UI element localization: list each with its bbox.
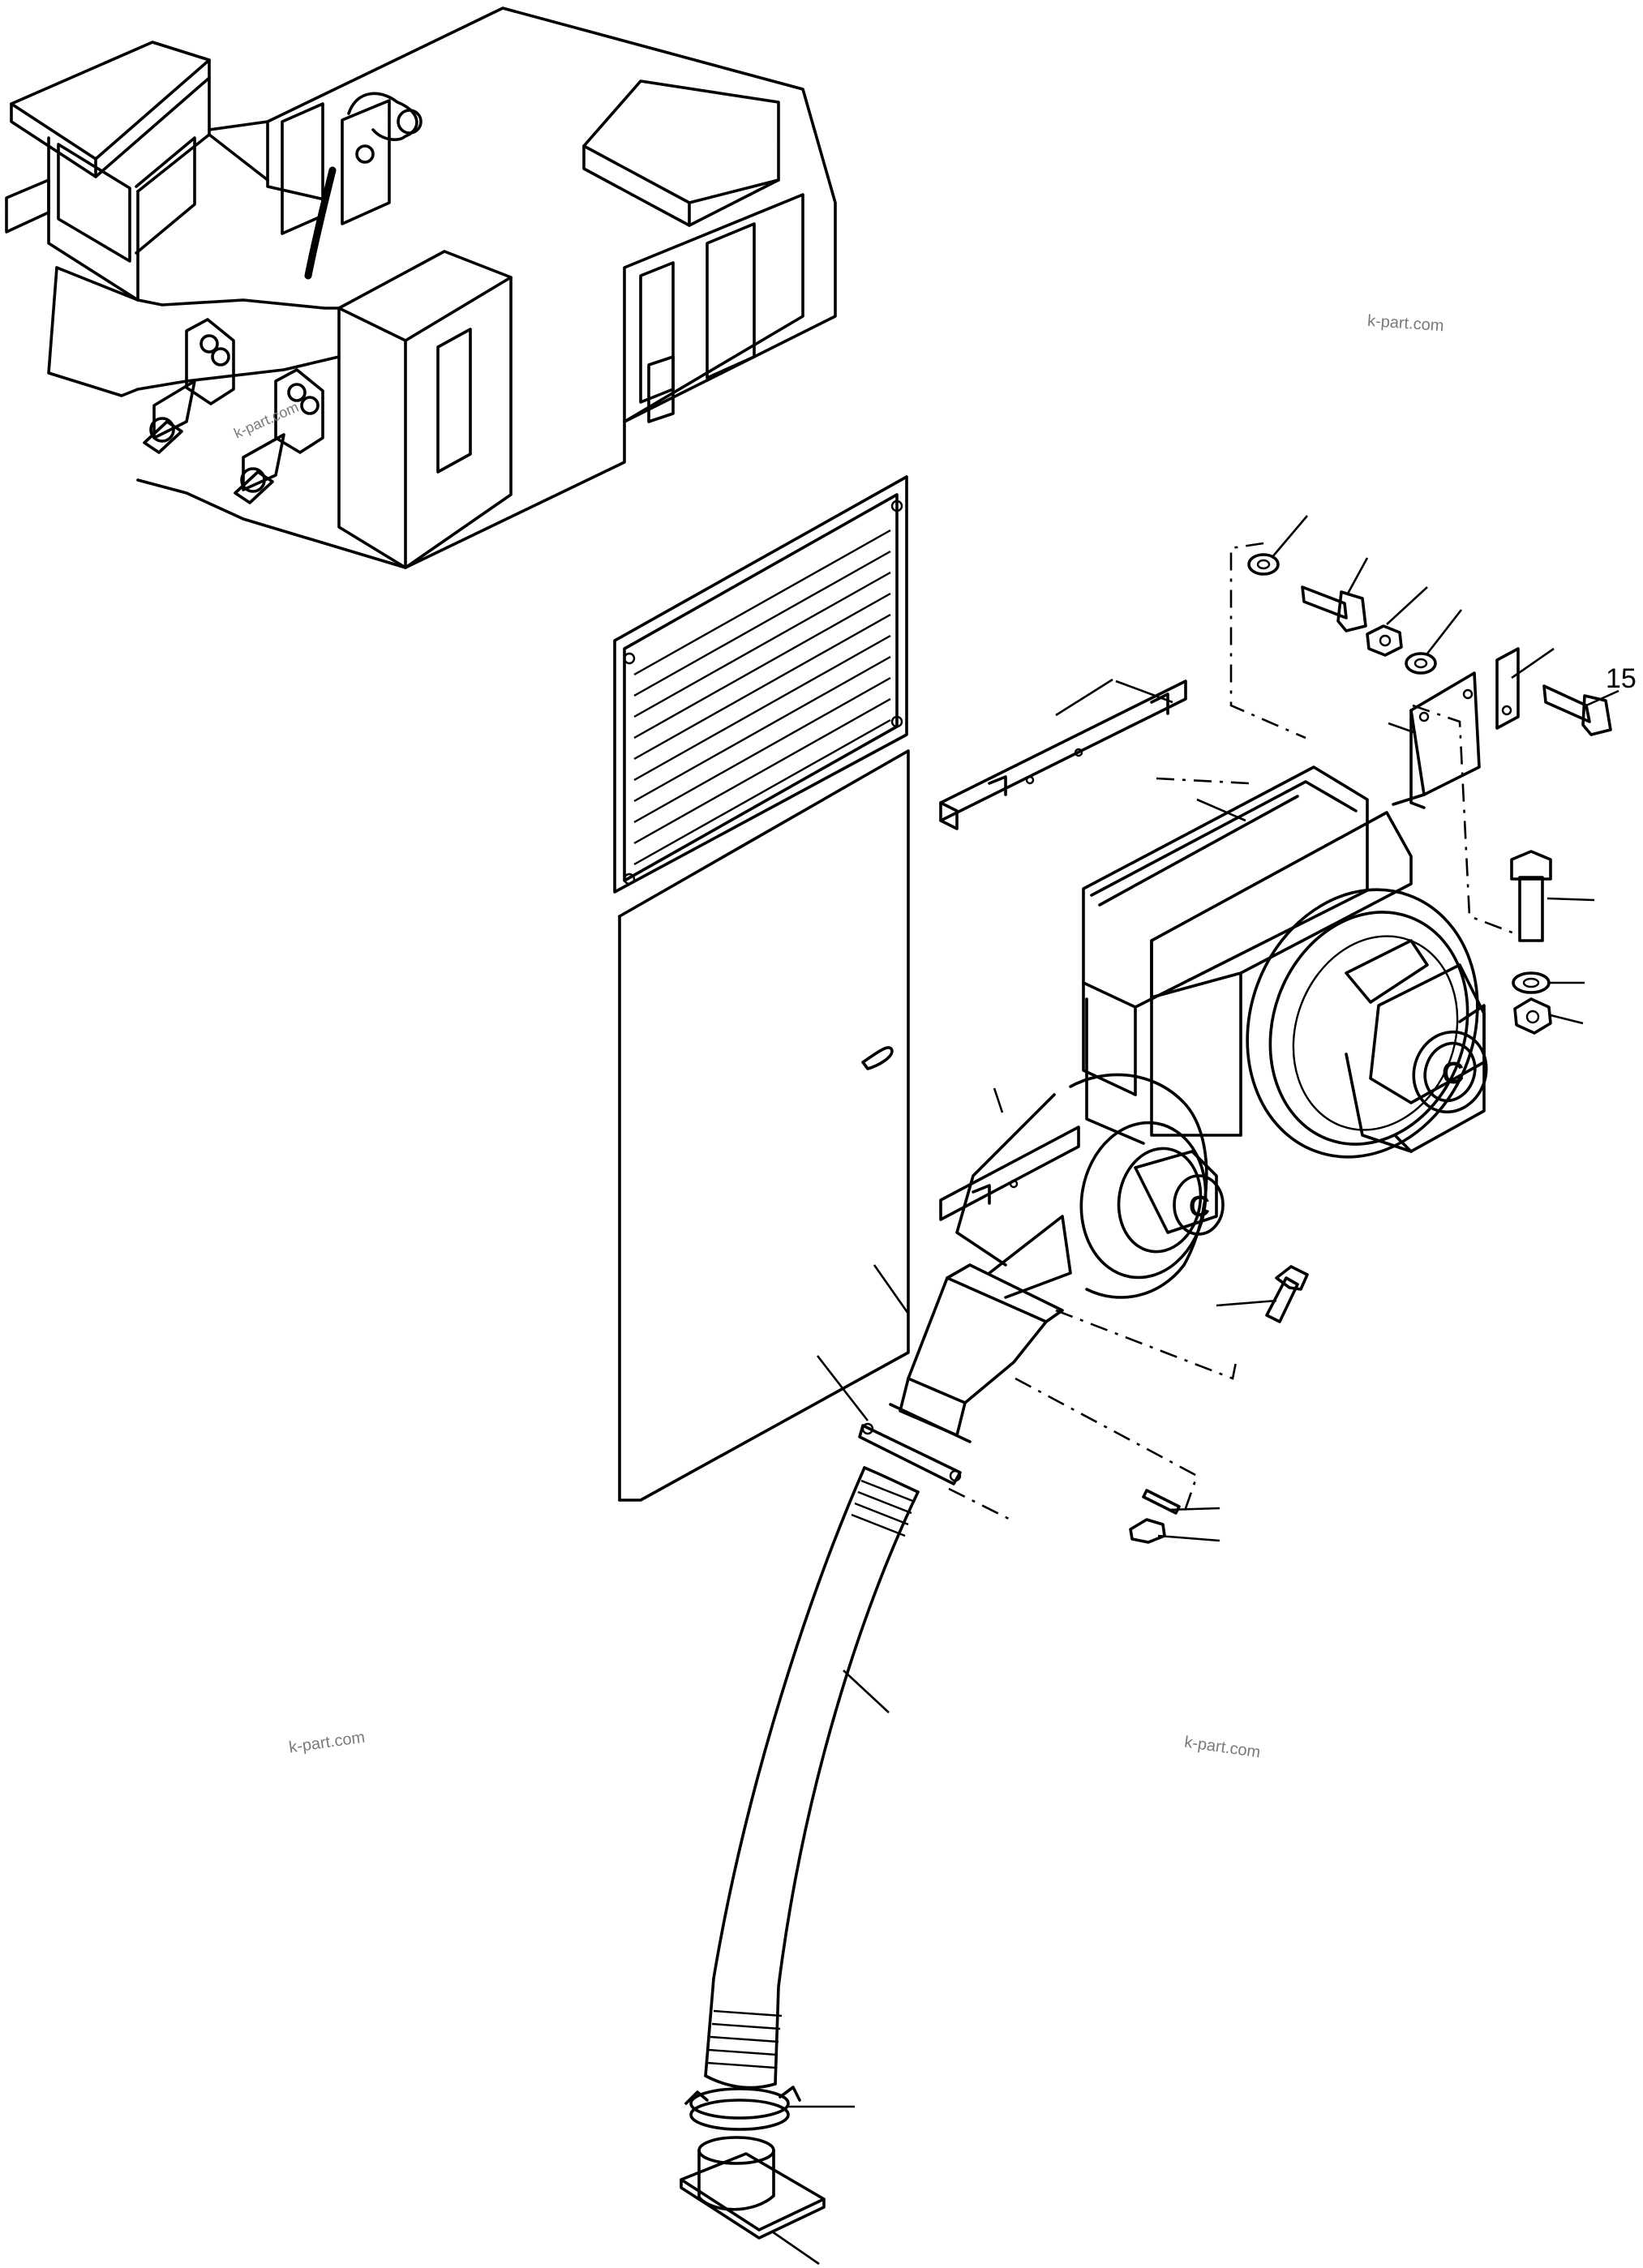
- svg-text:C: C: [1442, 1057, 1464, 1091]
- nut: [1129, 624, 1552, 1544]
- mounting-rail: [939, 680, 1187, 1221]
- side-door-panel: [618, 749, 910, 1502]
- washer: [1247, 553, 1551, 994]
- bolt: [1142, 585, 1612, 1515]
- flexible-hose: [704, 1466, 920, 2090]
- duct-reducer: [858, 1263, 1064, 1486]
- hose-clamp: [684, 2086, 801, 2131]
- floor-outlet-plate: [680, 2136, 826, 2240]
- heater-core-box: [1082, 765, 1413, 1145]
- blower-motor-fan: C C: [955, 888, 1488, 1299]
- machine-body-overview: [5, 6, 837, 569]
- mounting-bracket-plate: [1392, 647, 1520, 809]
- louver-grille-panel: [613, 475, 908, 894]
- leader-lines: [771, 515, 1619, 2266]
- part-number-15: 15: [1606, 663, 1637, 694]
- assembly-guide-lines: [948, 542, 1517, 1523]
- svg-text:C: C: [1189, 1190, 1210, 1223]
